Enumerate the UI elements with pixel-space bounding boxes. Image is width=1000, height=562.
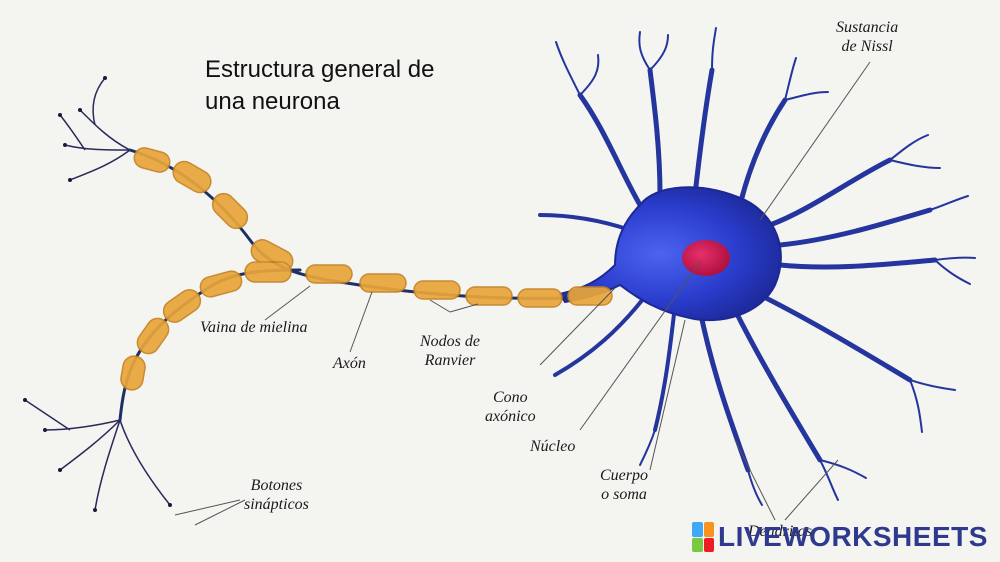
cell-body: [558, 186, 782, 322]
label-sustancia-nissl-line-1: Sustancia: [836, 19, 899, 36]
label-botones-sinapticos: Botones sinápticos: [244, 476, 309, 514]
title-line-2: una neurona: [205, 88, 340, 115]
label-nucleo: Núcleo: [530, 438, 576, 455]
myelin-sheath: [120, 147, 613, 391]
label-cuerpo-soma-line-2: o soma: [601, 486, 647, 503]
label-cono-axonico: Cono axónico: [485, 388, 536, 426]
label-cuerpo-soma: Cuerpo o soma: [600, 466, 648, 504]
axon-terminals: [24, 77, 171, 511]
label-sustancia-nissl-line-2: de Nissl: [841, 38, 893, 55]
leader-lines: [174, 61, 871, 526]
nucleus: [682, 240, 730, 276]
axon: [118, 148, 567, 422]
title-line-1: Estructura general de: [205, 56, 435, 83]
label-nodos-ranvier-line-2: Ranvier: [424, 352, 476, 369]
diagram-title: Estructura general de una neurona: [205, 54, 434, 118]
liveworksheets-watermark: LIVEWORKSHEETS: [692, 521, 988, 553]
label-cono-axonico-line-2: axónico: [485, 408, 536, 425]
label-sustancia-nissl: Sustancia de Nissl: [836, 18, 898, 56]
watermark-text: LIVEWORKSHEETS: [718, 521, 988, 552]
label-cuerpo-soma-line-1: Cuerpo: [600, 467, 648, 484]
label-botones-sinapticos-line-1: Botones: [250, 477, 303, 494]
label-cono-axonico-line-1: Cono: [492, 389, 528, 406]
label-axon: Axón: [333, 355, 366, 372]
dendrites: [538, 27, 976, 506]
terminal-buttons: [23, 76, 172, 512]
liveworksheets-logo-icon: [692, 522, 714, 552]
label-nodos-ranvier: Nodos de Ranvier: [420, 332, 480, 370]
label-nodos-ranvier-line-1: Nodos de: [420, 333, 480, 350]
label-botones-sinapticos-line-2: sinápticos: [244, 496, 309, 513]
label-dendritas: Dendritas: [748, 523, 812, 540]
label-vaina-mielina: Vaina de mielina: [200, 319, 308, 336]
